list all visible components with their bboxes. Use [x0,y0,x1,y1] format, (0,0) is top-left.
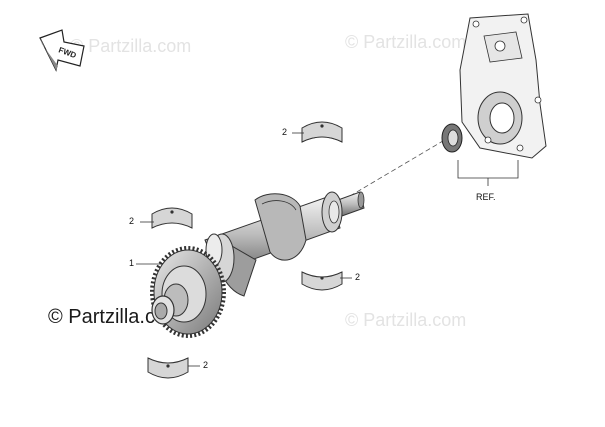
axis-centerline [349,137,449,197]
watermark-bottom-left: © Partzilla.com [48,306,183,328]
oil-seal [441,123,463,153]
callout-gear: 1 [129,258,135,268]
bearing-shell-bottom [147,357,189,379]
watermark-bottom-right: © Partzilla.com [345,310,467,330]
callout-bearing-bottom: 2 [203,360,209,370]
bearing-shell-top [301,121,343,143]
callout-reference: REF. [476,192,496,202]
watermark-top-right: © Partzilla.com [345,32,467,52]
ref-bracket [457,160,519,179]
crankcase-cover [459,13,547,159]
fwd-arrow-icon: FWD [39,29,85,72]
bearing-shell-right [301,271,343,291]
callout-bearing-top: 2 [282,127,288,137]
callout-bearing-left: 2 [129,216,135,226]
bearing-shell-left [151,207,193,229]
callout-bearing-right: 2 [355,272,361,282]
watermark-top-left: © Partzilla.com [70,36,192,56]
crankshaft [204,191,365,297]
gear [150,246,226,338]
